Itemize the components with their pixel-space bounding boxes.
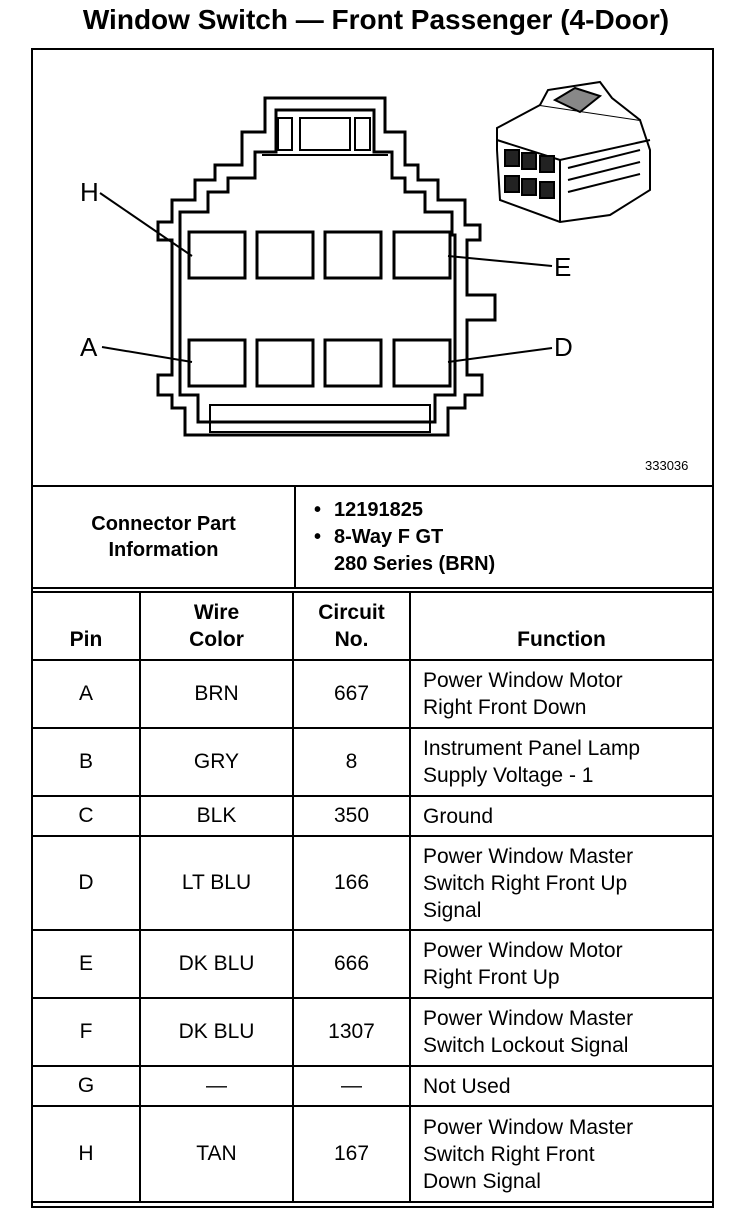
circuit-cell: 350 <box>292 795 411 837</box>
header-wire-color-line1: Wire <box>193 601 240 624</box>
bullet-2: • <box>314 525 322 548</box>
connector-part-number: 12191825 <box>334 498 423 521</box>
circuit-cell: 666 <box>292 929 411 999</box>
circuit-cell: 167 <box>292 1105 411 1203</box>
pin-label-d: D <box>554 332 573 362</box>
connector-info-label: Connector Part Information <box>31 485 296 589</box>
pin-cell: A <box>31 659 141 729</box>
header-circuit: Circuit No. <box>292 591 411 661</box>
function-cell: Not Used <box>409 1065 714 1107</box>
function-line: Switch Lockout Signal <box>423 1034 629 1057</box>
header-function: Function <box>409 591 714 661</box>
circuit-cell: 8 <box>292 727 411 797</box>
cavity-b <box>255 338 315 388</box>
connector-face <box>156 96 497 437</box>
header-wire-color: Wire Color <box>139 591 294 661</box>
circuit-cell: 166 <box>292 835 411 931</box>
connector-type-line2: 280 Series (BRN) <box>334 552 496 575</box>
wire-color-cell: GRY <box>139 727 294 797</box>
function-line: Power Window Master <box>423 844 634 868</box>
function-line: Not Used <box>423 1074 511 1098</box>
function-line: Power Window Motor <box>423 669 623 692</box>
function-line: Signal <box>423 898 482 922</box>
function-line: Supply Voltage - 1 <box>423 764 594 787</box>
connector-label-line2: Information <box>108 539 219 561</box>
table-row: G——Not Used <box>31 1065 714 1107</box>
leader-lines <box>99 192 553 363</box>
pin-cell: H <box>31 1105 141 1203</box>
wire-color-cell: — <box>139 1065 294 1107</box>
pin-cell: G <box>31 1065 141 1107</box>
header-circuit-line2: No. <box>334 628 369 651</box>
function-cell: Ground <box>409 795 714 837</box>
function-line: Right Front Down <box>423 696 587 719</box>
connector-diagram: H A E D <box>80 80 651 437</box>
pin-cell: D <box>31 835 141 931</box>
wire-color-cell: LT BLU <box>139 835 294 931</box>
pin-cell: F <box>31 997 141 1067</box>
function-line: Right Front Up <box>423 966 560 989</box>
bullet-1: • <box>314 498 322 521</box>
pin-cell: C <box>31 795 141 837</box>
function-line: Switch Right Front <box>423 1142 595 1166</box>
pin-cell: B <box>31 727 141 797</box>
pin-cell: E <box>31 929 141 999</box>
cavity-c <box>323 338 383 388</box>
wire-color-cell: TAN <box>139 1105 294 1203</box>
function-line: Switch Right Front Up <box>423 871 628 895</box>
connector-3d-sketch <box>496 80 651 224</box>
cavity-g <box>255 230 315 280</box>
page-title: Window Switch — Front Passenger (4-Door) <box>82 4 670 35</box>
cavity-d <box>392 338 452 388</box>
cavity-e <box>392 230 452 280</box>
header-wire-color-line2: Color <box>189 628 244 651</box>
connector-info-table: Connector Part Information • 12191825 • … <box>31 485 714 589</box>
header-pin: Pin <box>31 591 141 661</box>
table-header-row: Pin Wire Color Circuit No. Function <box>31 591 714 661</box>
pin-label-h: H <box>80 177 99 207</box>
connector-type-line1: 8-Way F GT <box>334 525 444 548</box>
circuit-cell: 667 <box>292 659 411 729</box>
wire-color-cell: BRN <box>139 659 294 729</box>
function-line: Power Window Master <box>423 1115 634 1139</box>
wire-color-cell: DK BLU <box>139 929 294 999</box>
circuit-cell: — <box>292 1065 411 1107</box>
cavity-f <box>323 230 383 280</box>
drawing-number: 333036 <box>645 458 689 473</box>
connector-label-line1: Connector Part <box>91 513 236 535</box>
pin-cavities <box>187 230 452 388</box>
wire-color-cell: BLK <box>139 795 294 837</box>
pin-label-e: E <box>554 252 571 282</box>
cavity-a <box>187 338 247 388</box>
wire-color-cell: DK BLU <box>139 997 294 1067</box>
function-line: Instrument Panel Lamp <box>423 737 641 760</box>
function-line: Power Window Master <box>423 1007 634 1030</box>
pin-label-a: A <box>80 332 98 362</box>
function-line: Down Signal <box>423 1169 541 1193</box>
header-circuit-line1: Circuit <box>318 601 385 624</box>
cavity-h <box>187 230 247 280</box>
circuit-cell: 1307 <box>292 997 411 1067</box>
connector-info-values: • 12191825 • 8-Way F GT 280 Series (BRN) <box>294 485 714 589</box>
function-line: Power Window Motor <box>423 939 623 962</box>
function-line: Ground <box>423 804 494 828</box>
